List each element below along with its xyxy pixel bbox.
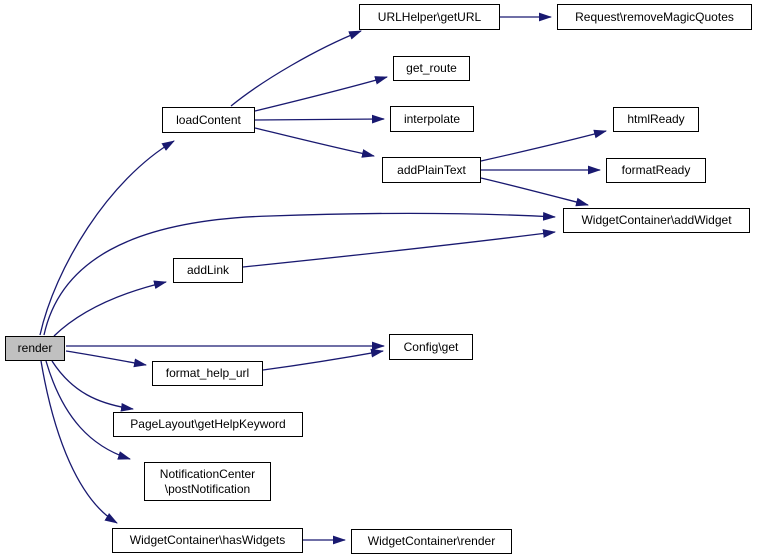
edge-render-to-loadcontent bbox=[39, 140, 175, 336]
node-widgetcontainer-haswidgets[interactable]: WidgetContainer\hasWidgets bbox=[112, 528, 303, 553]
edge-render-to-notificationcenter-postnotification bbox=[45, 360, 131, 460]
edge-loadcontent-to-urlhelper-geturl bbox=[230, 30, 362, 107]
node-loadcontent[interactable]: loadContent bbox=[162, 107, 255, 133]
edge-render-to-addlink bbox=[53, 280, 167, 337]
node-config-get[interactable]: Config\get bbox=[389, 334, 473, 360]
edge-loadcontent-to-addplaintext bbox=[254, 127, 375, 158]
edge-addplaintext-to-htmlready bbox=[480, 129, 607, 162]
node-addplaintext[interactable]: addPlainText bbox=[382, 157, 481, 183]
edge-render-to-widgetcontainer-haswidgets bbox=[40, 360, 118, 524]
node-htmlready[interactable]: htmlReady bbox=[613, 107, 699, 132]
edge-loadcontent-to-interpolate bbox=[254, 114, 385, 124]
edge-format-help-url-to-config-get bbox=[262, 348, 384, 371]
node-pagelayout-gethelpkeyword[interactable]: PageLayout\getHelpKeyword bbox=[113, 412, 303, 437]
node-get-route[interactable]: get_route bbox=[393, 56, 470, 81]
node-formatready[interactable]: formatReady bbox=[606, 158, 706, 183]
edge-render-to-format-help-url bbox=[65, 350, 147, 368]
node-interpolate[interactable]: interpolate bbox=[390, 106, 474, 132]
edge-render-to-pagelayout-gethelpkeyword bbox=[51, 360, 134, 412]
node-request-removemagicquotes[interactable]: Request\removeMagicQuotes bbox=[557, 4, 752, 30]
edge-addlink-to-widgetcontainer-addwidget bbox=[242, 229, 556, 268]
node-widgetcontainer-addwidget[interactable]: WidgetContainer\addWidget bbox=[563, 208, 750, 233]
edge-loadcontent-to-get-route bbox=[254, 76, 388, 112]
edge-render-to-addwidget bbox=[43, 211, 556, 336]
node-render: render bbox=[5, 336, 65, 361]
edge-addplaintext-to-widgetcontainer-addwidget bbox=[480, 177, 589, 207]
node-format-help-url[interactable]: format_help_url bbox=[152, 361, 263, 386]
node-addlink[interactable]: addLink bbox=[173, 258, 243, 283]
node-notificationcenter-postnotification[interactable]: NotificationCenter \postNotification bbox=[144, 462, 271, 501]
node-widgetcontainer-render[interactable]: WidgetContainer\render bbox=[351, 529, 512, 554]
node-urlhelper-geturl[interactable]: URLHelper\getURL bbox=[359, 4, 500, 30]
